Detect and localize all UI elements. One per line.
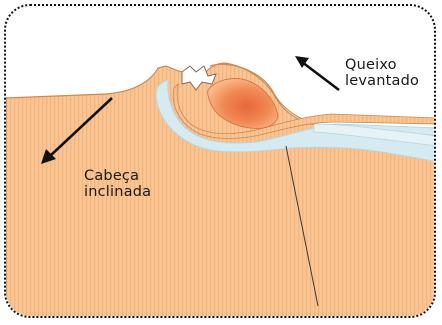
chin-lift-label-line1: Queixo bbox=[345, 57, 419, 73]
head-tilt-label: Cabeça inclinada bbox=[84, 168, 151, 200]
figure-frame: Queixo levantado Cabeça inclinada bbox=[4, 4, 436, 318]
airway-diagram bbox=[6, 6, 436, 318]
arrow-up-left-icon bbox=[295, 56, 339, 90]
head-tilt-label-line2: inclinada bbox=[84, 184, 151, 200]
chin-lift-label: Queixo levantado bbox=[345, 57, 419, 89]
chin-lift-label-line2: levantado bbox=[345, 73, 419, 89]
head-tilt-label-line1: Cabeça bbox=[84, 168, 151, 184]
